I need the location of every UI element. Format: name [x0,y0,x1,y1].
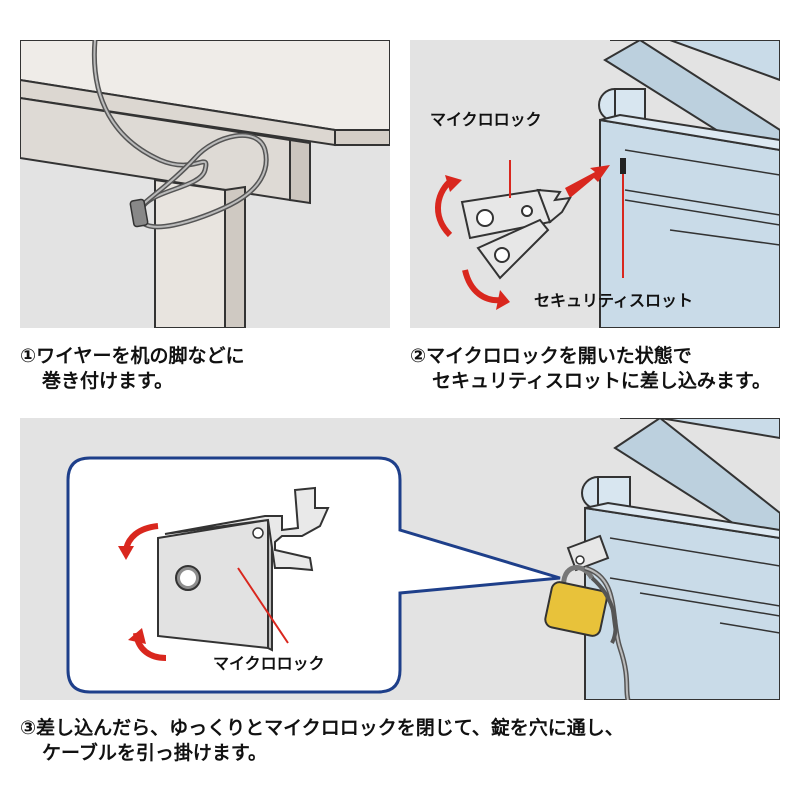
security-slot-label: セキュリティスロット [534,291,694,310]
step3-line2: ケーブルを引っ掛けます。 [42,742,267,764]
desk-leg-drawing [20,40,390,328]
step1-line2: 巻き付けます。 [42,370,174,392]
step1-illustration [20,40,390,328]
laptop-slot-drawing [435,40,780,328]
step1-caption: ①ワイヤーを机の脚などに 巻き付けます。 [20,344,245,394]
padlock-drawing [66,418,780,700]
micro-lock-callout-label: マイクロロック [213,654,325,673]
step2-caption: ②マイクロロックを開いた状態で セキュリティスロットに差し込みます。 [410,344,771,394]
step3-number: ③ [20,717,37,739]
step3-illustration: マイクロロック [20,418,780,700]
step1-line1: ワイヤーを机の脚などに [36,345,245,367]
step2-line1: マイクロロックを開いた状態で [426,345,692,367]
micro-lock-closed [157,486,330,652]
step3-line1: 差し込んだら、ゆっくりとマイクロロックを閉じて、錠を穴に通し、 [36,717,624,739]
step3-caption: ③差し込んだら、ゆっくりとマイクロロックを閉じて、錠を穴に通し、 ケーブルを引っ… [20,716,624,766]
step2-number: ② [410,345,427,367]
step2-line2: セキュリティスロットに差し込みます。 [432,370,771,392]
step1-number: ① [20,345,37,367]
step2-illustration: マイクロロック セキュリティスロット [410,40,780,328]
micro-lock-label: マイクロロック [430,110,542,129]
micro-lock-open [460,160,572,280]
